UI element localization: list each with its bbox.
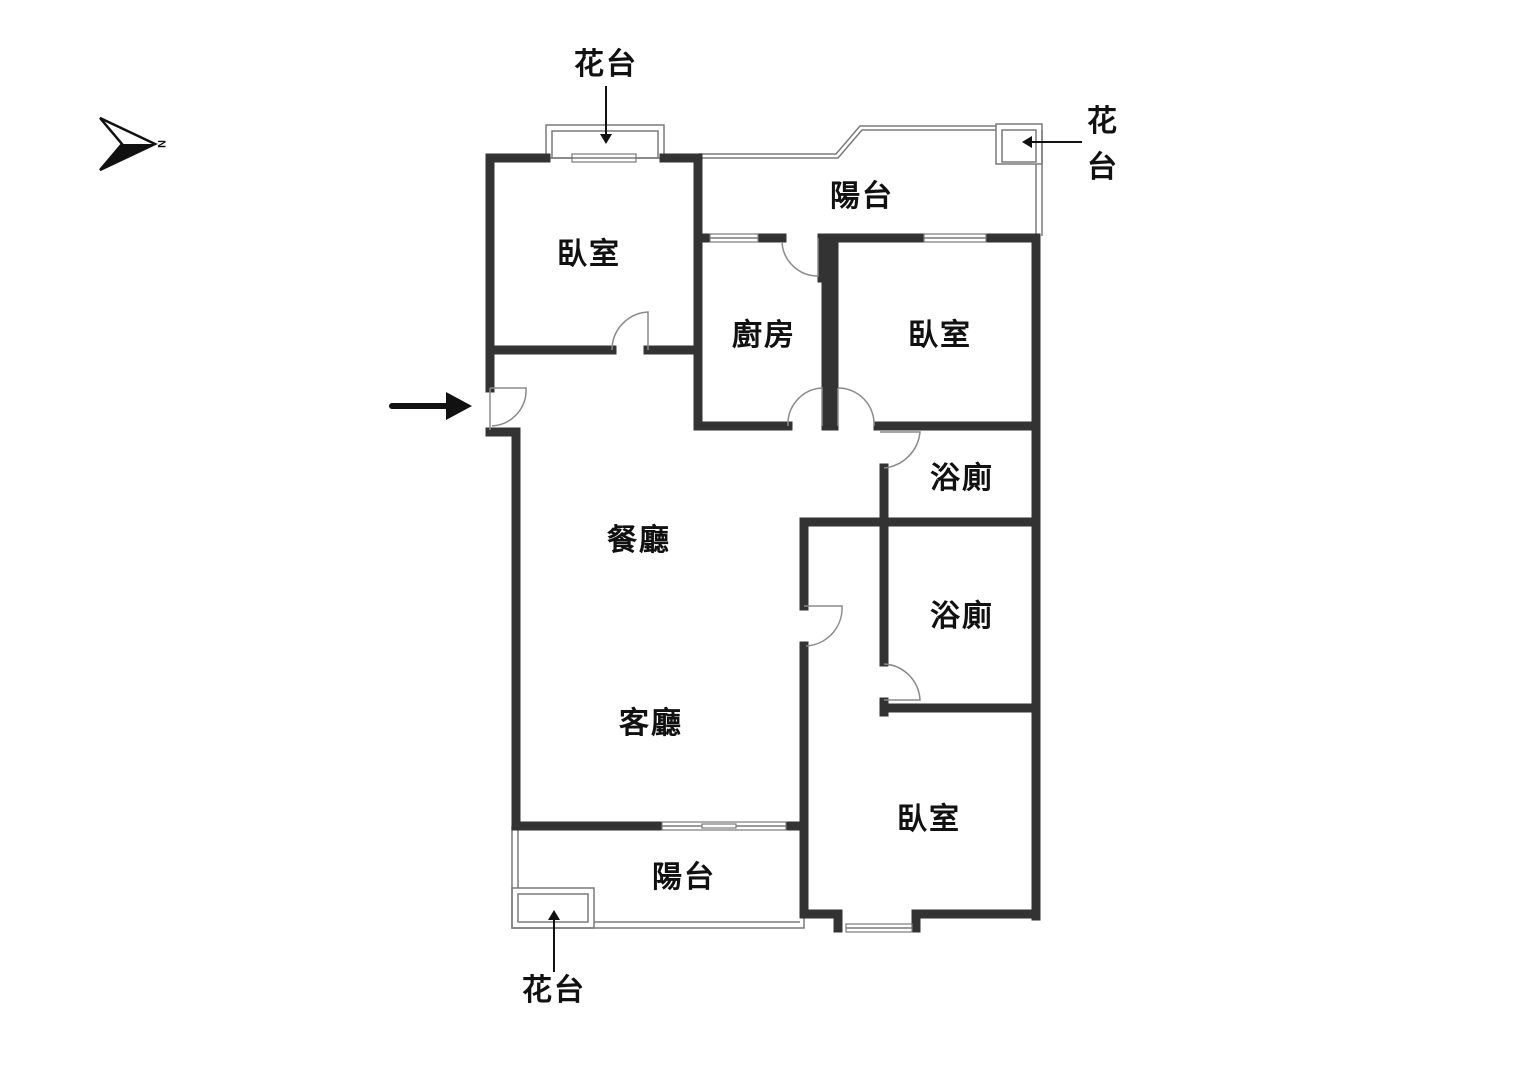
north-arrow-icon: N — [99, 116, 167, 172]
room-label-kitchen: 廚房 — [732, 318, 796, 353]
room-label-balcony-bottom: 陽台 — [652, 860, 716, 895]
room-label-bath-lower: 浴廁 — [930, 599, 994, 634]
room-label-bedroom-nw: 臥室 — [557, 237, 621, 272]
planter-right-label-line2: 台 — [1087, 150, 1119, 185]
room-label-bedroom-se: 臥室 — [897, 802, 961, 837]
room-label-dining: 餐廳 — [607, 523, 671, 558]
doors — [489, 238, 921, 701]
entrance-arrow-icon — [389, 392, 472, 420]
planter-bottom-label: 花台 — [522, 973, 586, 1008]
planter-arrows — [548, 86, 1082, 972]
windows — [571, 153, 987, 933]
walls — [485, 153, 1041, 933]
room-label-balcony-top: 陽台 — [830, 179, 894, 214]
room-label-living: 客廳 — [619, 706, 683, 741]
planter-top-label: 花台 — [574, 47, 638, 82]
planter-right — [995, 123, 1043, 165]
room-label-bedroom-ne: 臥室 — [908, 318, 972, 353]
balcony-bottom-outline — [511, 826, 805, 929]
compass-direction-label: N — [155, 140, 167, 148]
balcony-top-outline — [698, 125, 1043, 236]
room-label-bath-upper: 浴廁 — [930, 461, 994, 496]
planter-right-label-line1: 花 — [1087, 104, 1119, 139]
